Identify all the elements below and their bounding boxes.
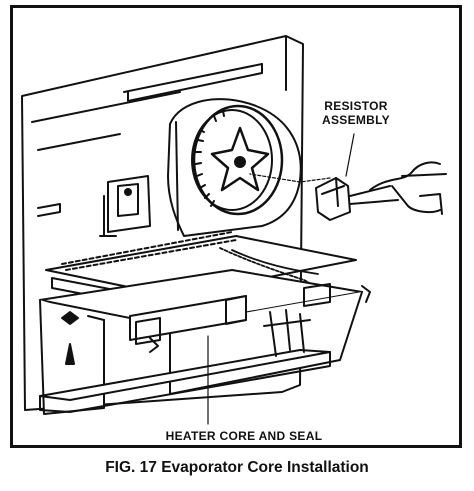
blower-wheel — [191, 104, 284, 216]
resistor-label-line1: RESISTOR — [324, 99, 388, 113]
drain-tray — [39, 309, 331, 413]
mounting-bracket — [99, 175, 151, 237]
figure-frame — [10, 5, 462, 448]
resistor-label-line2: ASSEMBLY — [322, 113, 390, 127]
heater-core-label: HEATER CORE AND SEAL — [165, 429, 323, 443]
leader-lines — [207, 133, 355, 425]
figure-caption: FIG. 17 Evaporator Core Installation — [105, 459, 369, 476]
latches — [61, 285, 371, 365]
resistor-assembly-label: RESISTOR ASSEMBLY — [306, 99, 406, 127]
resistor-assembly — [315, 161, 447, 221]
